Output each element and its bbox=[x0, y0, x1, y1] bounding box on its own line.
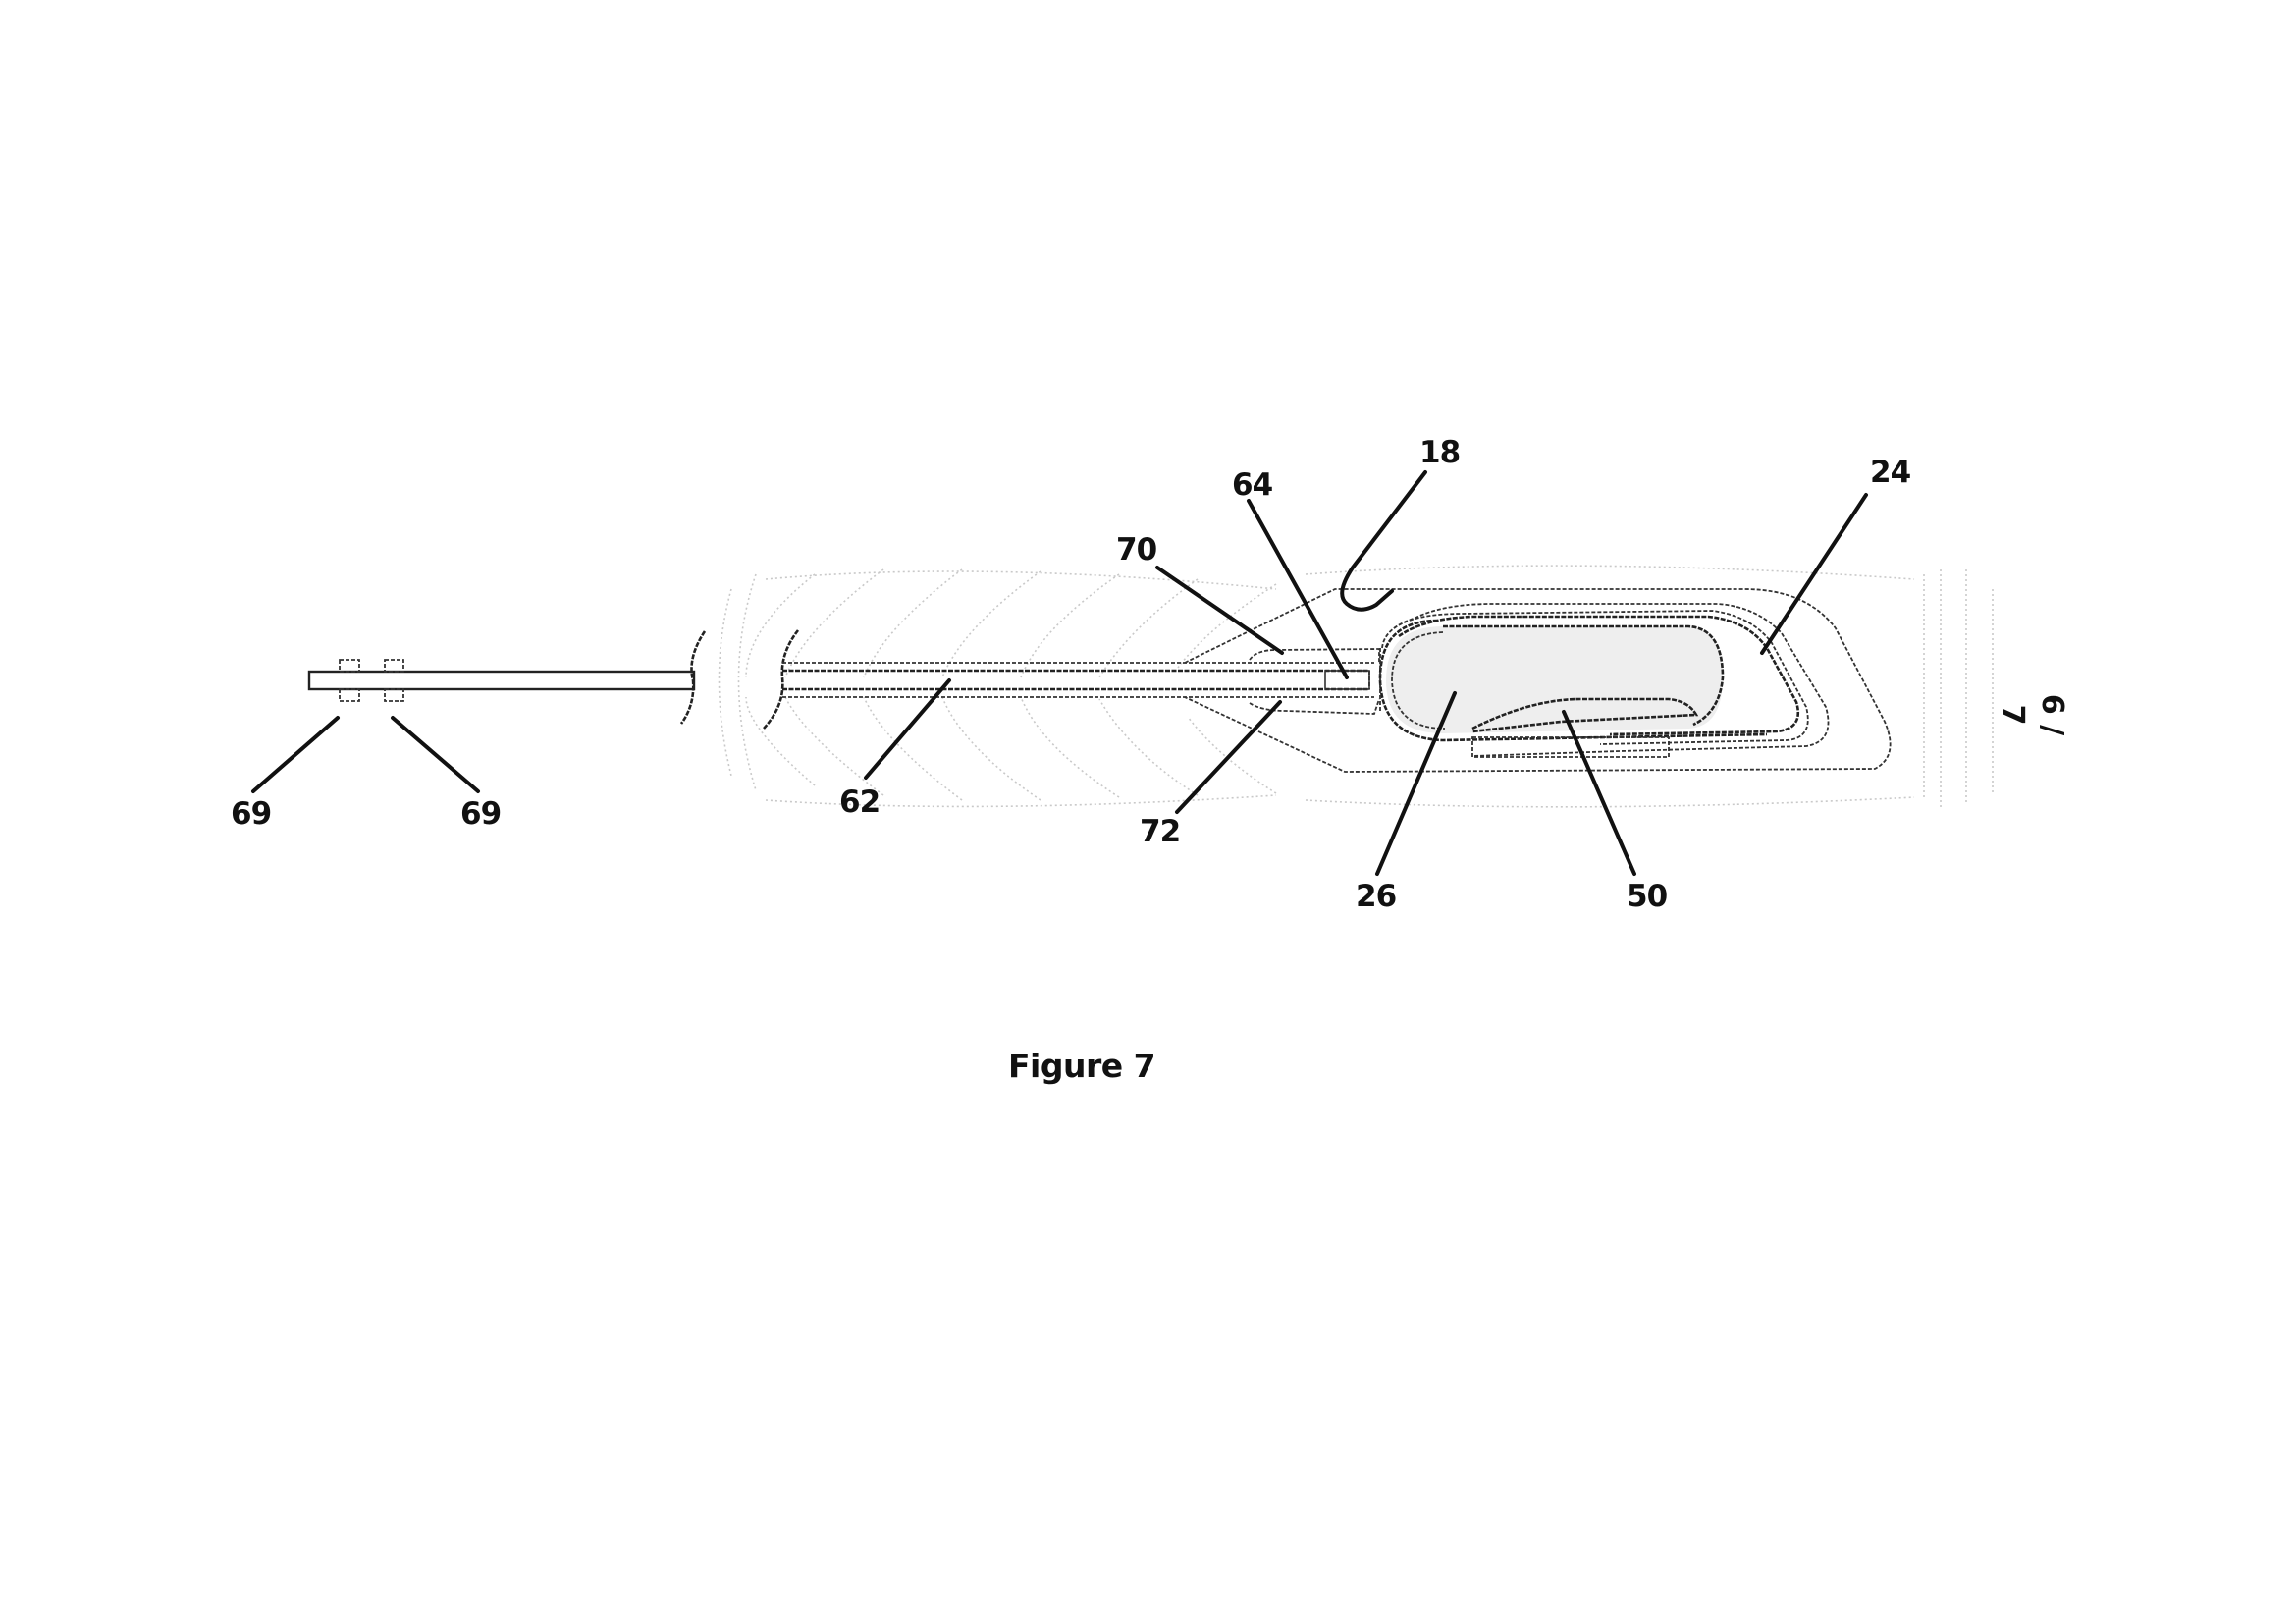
ref-24-label: 24 bbox=[1870, 455, 1911, 490]
break-lines bbox=[679, 629, 800, 730]
distal-shaft bbox=[782, 662, 1374, 698]
page-number: 6 / 7 bbox=[1996, 693, 2069, 736]
marker-band-bottom-right bbox=[384, 688, 404, 702]
balloon-26 bbox=[1378, 619, 1768, 742]
collars bbox=[1249, 648, 1380, 715]
tissue-hatching bbox=[718, 565, 1994, 808]
marker-band-bottom-left bbox=[339, 688, 360, 702]
ref-62-label: 62 bbox=[839, 784, 880, 820]
anchor-18-hook bbox=[1340, 470, 1427, 612]
ref-72-label: 72 bbox=[1140, 814, 1180, 849]
ref-26-label: 26 bbox=[1356, 879, 1396, 914]
marker-band-top-left bbox=[339, 659, 360, 673]
ref-69-left-label: 69 bbox=[231, 796, 271, 832]
reference-numerals: 18 64 70 24 72 26 50 62 69 69 bbox=[231, 435, 1912, 914]
ref-50-label: 50 bbox=[1627, 879, 1668, 914]
ref-64-label: 64 bbox=[1232, 467, 1273, 503]
ref-70-label: 70 bbox=[1116, 532, 1157, 568]
marker-band-top-right bbox=[384, 659, 404, 673]
housing-outline bbox=[1184, 588, 1892, 773]
ref-18-label: 18 bbox=[1419, 435, 1460, 470]
sleeve-24 bbox=[1381, 603, 1830, 757]
fold-base-rectangle bbox=[1471, 736, 1670, 758]
ref-69-right-label: 69 bbox=[460, 796, 501, 832]
leader-lines bbox=[251, 493, 1868, 876]
proximal-shaft bbox=[307, 659, 696, 702]
figure-caption: Figure 7 bbox=[1008, 1047, 1156, 1085]
sensor-element-64 bbox=[1324, 670, 1370, 690]
fold-50 bbox=[1471, 697, 1699, 758]
